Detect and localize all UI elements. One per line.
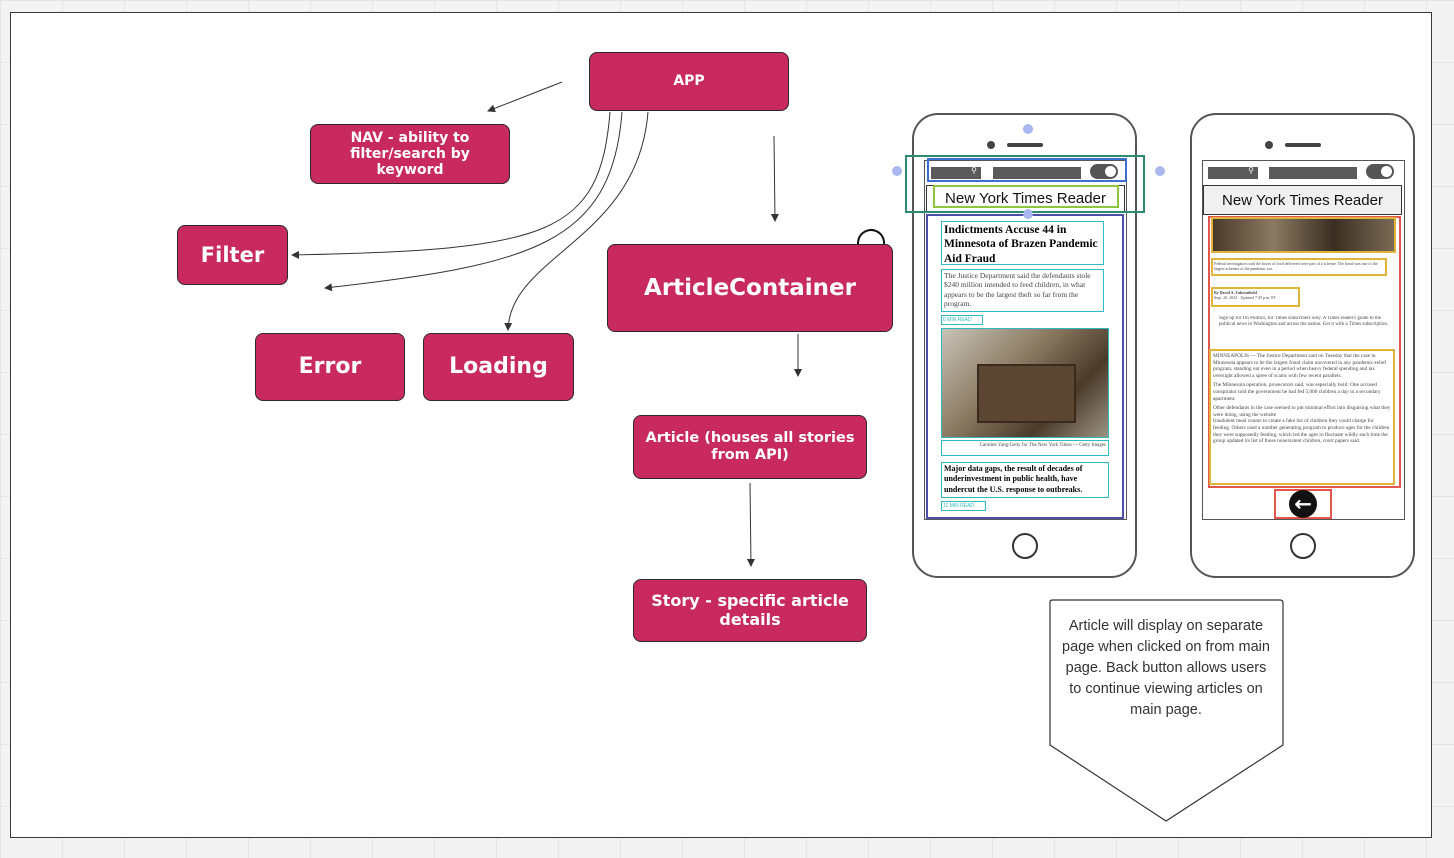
app-node[interactable]: APP bbox=[589, 52, 789, 111]
search-icon: ⚲ bbox=[1248, 166, 1254, 175]
camera-dot bbox=[987, 141, 995, 149]
headline-1[interactable]: Indictments Accuse 44 in Minnesota of Br… bbox=[941, 221, 1104, 265]
phone-main-screen: ⚲ New York Times Reader Indictments Accu… bbox=[924, 160, 1127, 520]
summary-1: The Justice Department said the defendan… bbox=[941, 269, 1104, 312]
story-paragraph-4: fraudulent meal counts to create a fake … bbox=[1213, 418, 1390, 445]
selection-handle-bottom[interactable] bbox=[1023, 209, 1033, 219]
article-photo[interactable] bbox=[941, 328, 1109, 438]
nav-inner-outline bbox=[927, 158, 1127, 182]
story-hero-image bbox=[1211, 217, 1396, 253]
mode-toggle[interactable] bbox=[1090, 164, 1118, 179]
photo-credit: Caroline Yang/Getty for The New York Tim… bbox=[941, 440, 1109, 456]
title-outline bbox=[933, 185, 1119, 208]
nav-node[interactable]: NAV - ability to filter/search by keywor… bbox=[310, 124, 510, 184]
search-icon: ⚲ bbox=[971, 166, 977, 175]
camera-dot bbox=[1265, 141, 1273, 149]
edge-app-articlecontainer bbox=[770, 135, 779, 222]
story-node[interactable]: Story - specific article details bbox=[633, 579, 867, 642]
filter-node[interactable]: Filter bbox=[177, 225, 288, 285]
error-node-label: Error bbox=[298, 354, 362, 380]
speaker-slot bbox=[1285, 143, 1321, 147]
story-body: MINNEAPOLIS — The Justice Department sai… bbox=[1209, 349, 1395, 485]
article-node[interactable]: Article (houses all stories from API) bbox=[633, 415, 867, 479]
back-arrow-icon[interactable]: ← bbox=[1289, 490, 1317, 518]
edge-article-story bbox=[746, 482, 755, 567]
search-bar[interactable]: ⚲ bbox=[1208, 166, 1258, 179]
app-header-title: New York Times Reader bbox=[1203, 185, 1402, 215]
mode-toggle[interactable] bbox=[1366, 164, 1394, 179]
selection-handle-right[interactable] bbox=[1155, 166, 1165, 176]
home-button[interactable] bbox=[1290, 533, 1316, 559]
callout-shape bbox=[1049, 599, 1284, 822]
story-paragraph-2: The Minnesota operation, prosecutors sai… bbox=[1213, 382, 1381, 402]
edge-app-nav bbox=[487, 81, 563, 113]
story-node-label: Story - specific article details bbox=[651, 591, 849, 629]
nav-tabs[interactable] bbox=[993, 167, 1081, 179]
story-byline-block: By David A. Fahrenthold Sept. 20, 2022 ·… bbox=[1211, 287, 1300, 307]
phone-main-wireframe: ⚲ New York Times Reader Indictments Accu… bbox=[912, 113, 1137, 578]
phone-detail-screen: ⚲ New York Times Reader Federal investig… bbox=[1202, 160, 1405, 520]
story-date: Sept. 20, 2022 · Updated 7:35 p.m. ET bbox=[1214, 295, 1277, 300]
article-container-node-label: ArticleContainer bbox=[644, 274, 856, 301]
story-newsletter: Sign up for On Politics, for Times subsc… bbox=[1219, 316, 1389, 328]
read-time-2: 11 MIN READ bbox=[941, 501, 986, 511]
app-node-label: APP bbox=[673, 73, 705, 90]
story-paragraph-1: MINNEAPOLIS — The Justice Department sai… bbox=[1213, 353, 1387, 379]
nav-node-label: NAV - ability to filter/search by keywor… bbox=[350, 129, 470, 179]
article-container-node[interactable]: ArticleContainer bbox=[607, 244, 893, 332]
home-button[interactable] bbox=[1012, 533, 1038, 559]
search-bar[interactable]: ⚲ bbox=[931, 166, 981, 179]
loading-node-label: Loading bbox=[449, 354, 548, 380]
selection-handle-left[interactable] bbox=[892, 166, 902, 176]
speaker-slot bbox=[1007, 143, 1043, 147]
phone-detail-wireframe: ⚲ New York Times Reader Federal investig… bbox=[1190, 113, 1415, 578]
nav-tabs[interactable] bbox=[1269, 167, 1357, 179]
callout-note: Article will display on separate page wh… bbox=[1062, 618, 1270, 719]
story-byline: By David A. Fahrenthold bbox=[1214, 290, 1257, 295]
story-paragraph-3: Other defendants in the case seemed to p… bbox=[1213, 405, 1391, 418]
filter-node-label: Filter bbox=[200, 242, 265, 267]
read-time-1: 6 MIN READ bbox=[941, 315, 983, 325]
photo-box-shape bbox=[977, 364, 1076, 423]
error-node[interactable]: Error bbox=[255, 333, 405, 401]
story-caption: Federal investigators said the boxes of … bbox=[1211, 258, 1387, 276]
edge-app-stray bbox=[324, 111, 623, 292]
loading-node[interactable]: Loading bbox=[423, 333, 574, 401]
selection-handle-top[interactable] bbox=[1023, 124, 1033, 134]
edge-app-filter bbox=[291, 111, 611, 259]
edge-app-loading bbox=[504, 111, 649, 331]
headline-2[interactable]: Major data gaps, the result of decades o… bbox=[941, 462, 1109, 498]
article-node-label: Article (houses all stories from API) bbox=[645, 430, 855, 463]
